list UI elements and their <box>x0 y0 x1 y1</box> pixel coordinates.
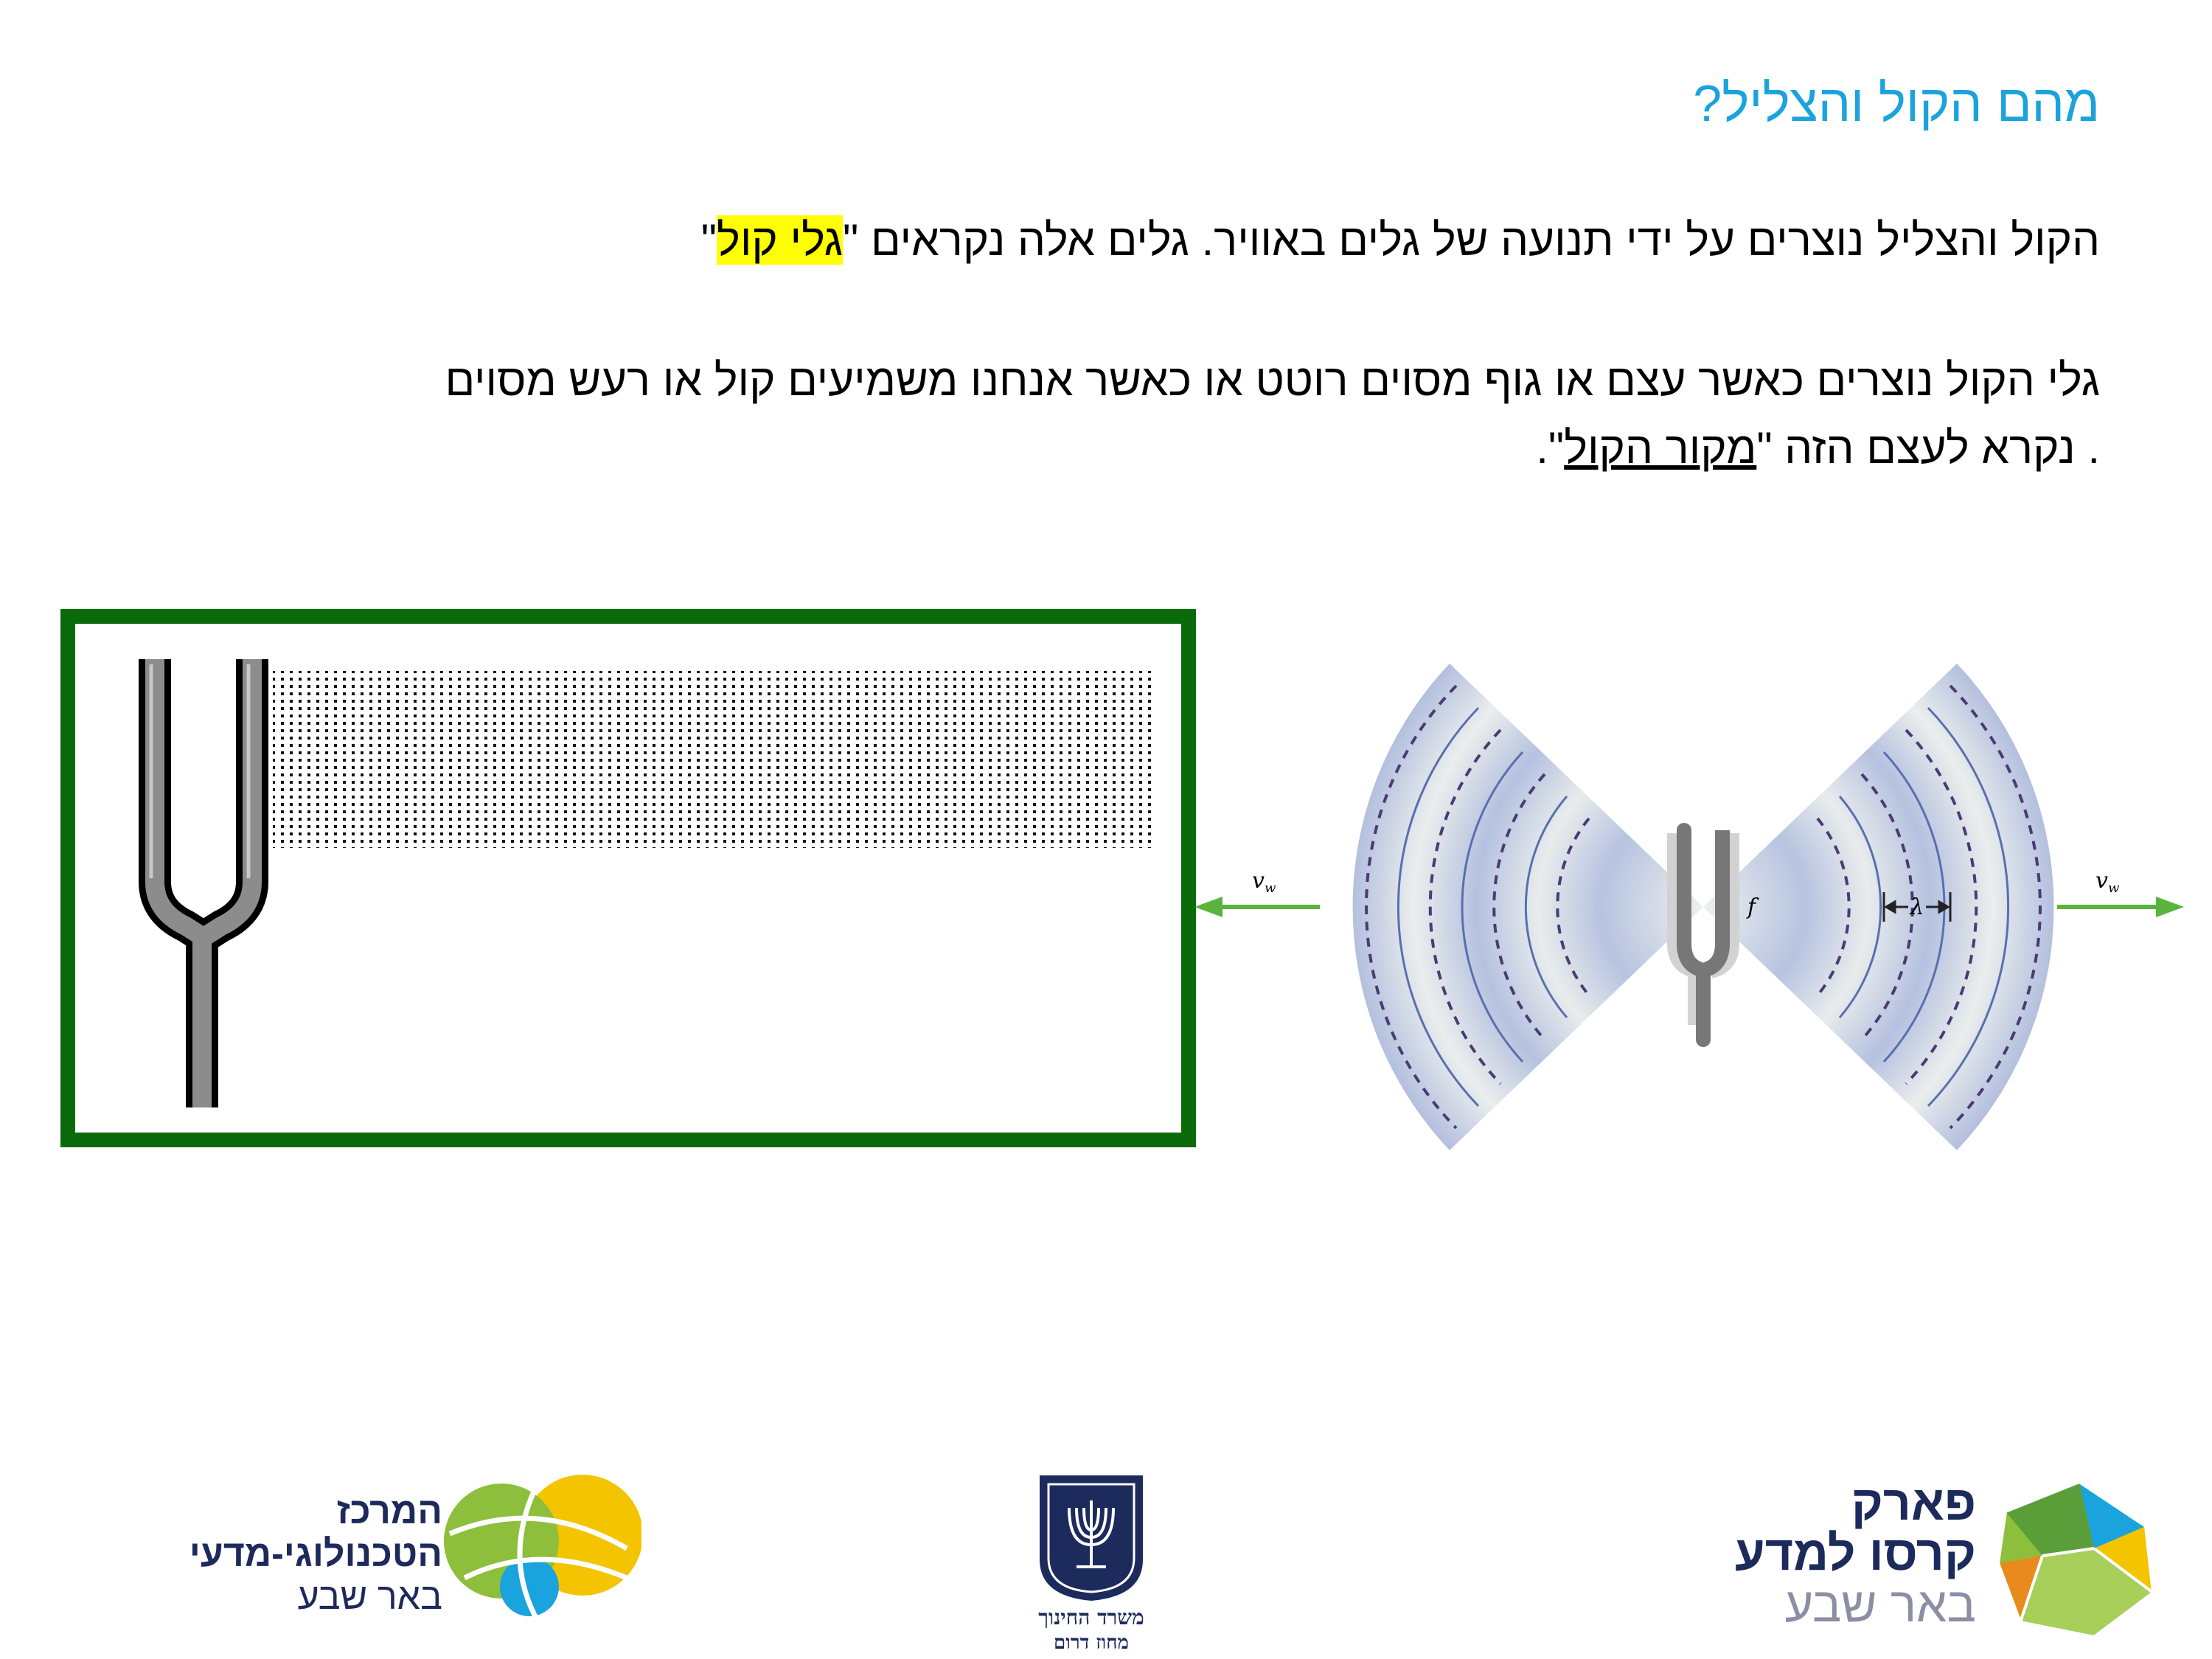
center-logo-line1: המרכז <box>336 1490 442 1531</box>
wavelength-label: λ <box>1909 894 1924 920</box>
center-tuning-fork-icon <box>1667 823 1739 1047</box>
ministry-of-education-logo: משרד החינוך מחוז דרום <box>1018 1471 1165 1659</box>
paragraph-sound-source: גלי הקול נוצרים כאשר עצם או גוף מסוים רו… <box>109 347 2100 482</box>
para1-quote: " <box>700 215 717 265</box>
para2-line1: גלי הקול נוצרים כאשר עצם או גוף מסוים רו… <box>445 355 2100 405</box>
paragraph-sound-waves: הקול והצליל נוצרים על ידי תנועה של גלים … <box>109 206 2100 274</box>
velocity-right-label: vw <box>2096 868 2120 896</box>
air-particles <box>273 671 1155 848</box>
highlighted-term: גלי קול <box>717 215 844 265</box>
para2-line2-start: . נקרא לעצם הזה " <box>1756 423 2100 473</box>
park-logo-line3: באר שבע <box>1784 1577 1976 1632</box>
ministry-line1: משרד החינוך <box>1038 1605 1144 1630</box>
velocity-left-label: vw <box>1252 868 1276 896</box>
dashed-wavefronts <box>1365 684 2042 1130</box>
wave-diagram: λ f vw vw <box>1194 664 2184 1150</box>
state-emblem-icon <box>1040 1475 1143 1601</box>
right-velocity-arrow <box>2057 897 2184 917</box>
tuning-fork-icon <box>139 659 268 1107</box>
center-logo-line3: באר שבע <box>297 1576 442 1617</box>
science-park-emblem-icon <box>1996 1480 2155 1639</box>
science-center-emblem-icon <box>444 1475 643 1624</box>
park-logo-line2: קרסו למדע <box>1734 1526 1976 1580</box>
right-wave-sector <box>1703 664 2054 1150</box>
para1-text: הקול והצליל נוצרים על ידי תנועה של גלים … <box>843 215 2100 265</box>
underlined-term: מקור הקול <box>1564 423 1757 473</box>
ministry-line2: מחוז דרום <box>1054 1632 1129 1654</box>
page-title: מהם הקול והצליל? <box>1693 74 2100 132</box>
park-logo-line1: פארק <box>1851 1475 1976 1530</box>
para2-line2-end: ". <box>1536 423 1565 473</box>
left-velocity-arrow <box>1194 897 1320 917</box>
tuning-fork-diagram <box>139 659 1155 1107</box>
sound-wave-figure: λ f vw vw <box>1187 649 2205 1165</box>
center-logo-line2: הטכנולוגי-מדעי <box>189 1533 442 1574</box>
science-center-logo: המרכז הטכנולוגי-מדעי באר שבע <box>155 1467 643 1637</box>
para2-line2: . נקרא לעצם הזה "מקור הקול". <box>109 414 2100 482</box>
science-park-logo: פארק קרסו למדע באר שבע <box>1696 1467 2168 1644</box>
left-wave-sector <box>1352 664 1703 1150</box>
tuning-fork-animation <box>60 609 1196 1147</box>
wavelength-marker <box>1882 892 1952 922</box>
